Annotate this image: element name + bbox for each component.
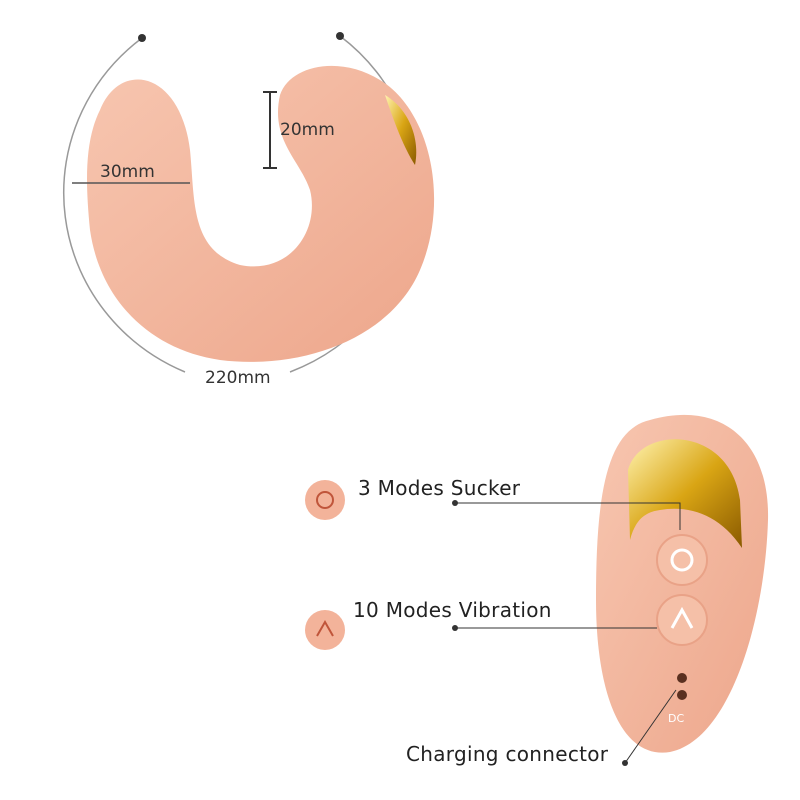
vibration-feature-label: 10 Modes Vibration <box>353 598 552 622</box>
head-height-label: 20mm <box>280 120 335 140</box>
sucker-feature-label: 3 Modes Sucker <box>358 476 521 500</box>
dc-marking: DC <box>668 712 685 725</box>
length-arc <box>62 37 186 373</box>
vibration-mode-icon <box>305 610 345 650</box>
shaft-width-label: 30mm <box>100 162 155 182</box>
total-length-label: 220mm <box>205 368 271 388</box>
gold-panel <box>628 439 742 548</box>
sucker-mode-icon <box>305 480 345 520</box>
toy-body <box>87 65 435 362</box>
charging-connector-label: Charging connector <box>406 742 609 766</box>
